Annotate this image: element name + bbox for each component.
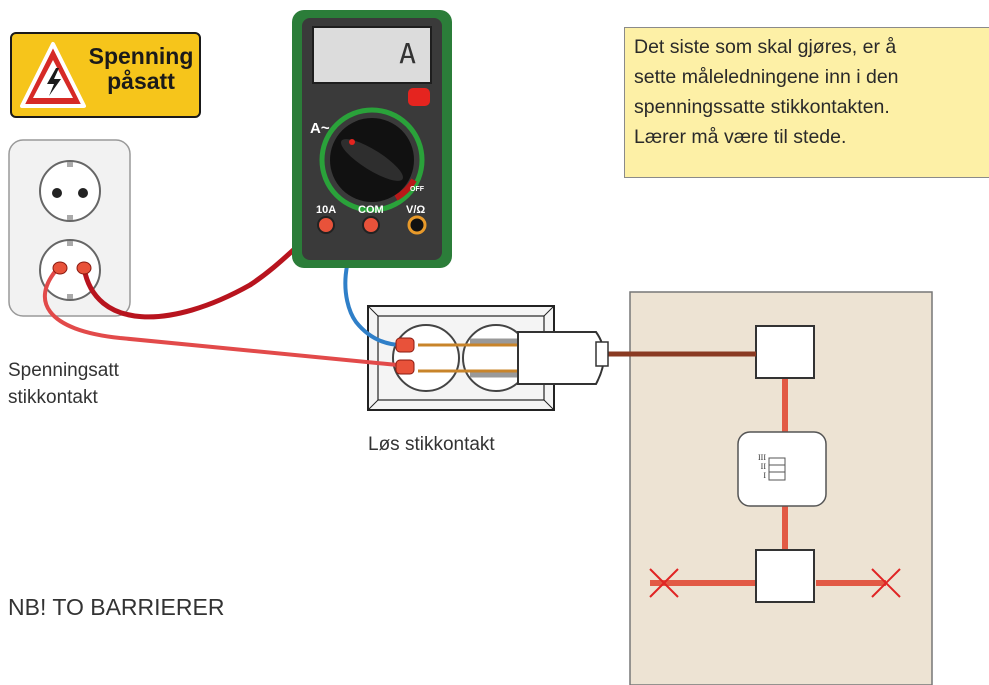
display-reading: A [399,37,416,70]
warning-text: Spenning påsatt [82,44,200,94]
probe-tip-left [52,261,68,275]
live-outlet-label-line1: Spenningsatt [8,360,119,381]
switch-position-labels: III II I [752,453,766,480]
switch-label-ii: II [760,462,766,471]
junction-box-top [755,325,815,379]
warning-line1: Spenning [88,43,194,69]
probe-tip-right [76,261,92,275]
switch-label-iii: III [758,453,766,462]
note-line3: spenningssatte stikkontakten. [634,96,890,118]
high-voltage-triangle-icon [20,42,86,108]
warning-sign: Spenning påsatt [10,32,201,118]
multimeter-display: A [312,26,432,84]
mode-label: A~ [310,120,330,137]
junction-box-bottom [755,549,815,603]
power-button [408,88,430,106]
disconnect-cross-left [649,568,679,598]
live-outlet-label-line2: stikkontakt [8,387,98,408]
disconnect-cross-right [871,568,901,598]
multimeter: A A~ OFF 10A COM V/Ω [292,10,452,268]
port-v-label: V/Ω [406,204,426,216]
switch-toggle [768,457,786,481]
loose-outlet-label: Løs stikkontakt [368,434,495,455]
probe-tip-live [395,359,415,375]
switch-label-i: I [763,471,766,480]
port-10a [317,216,335,234]
port-10a-label: 10A [316,204,337,216]
live-outlet-label: Spenningsatt stikkontakt [8,357,119,411]
port-com [362,216,380,234]
dial-ring [319,107,425,213]
warning-line2: påsatt [107,68,175,94]
off-label: OFF [410,186,424,193]
instruction-note: Det siste som skal gjøres, er å sette må… [624,27,989,178]
barriers-label: NB! TO BARRIERER [8,594,225,620]
note-line4: Lærer må være til stede. [634,126,847,148]
red-lead-live [42,266,409,368]
rotary-dial-icon [330,118,414,202]
probe-tip-com [395,337,415,353]
port-v [407,215,427,235]
note-line2: sette måleledningene inn i den [634,66,899,88]
plug [517,331,605,385]
port-com-label: COM [358,204,384,216]
note-line1: Det siste som skal gjøres, er å [634,36,897,58]
multimeter-controls [317,88,430,235]
